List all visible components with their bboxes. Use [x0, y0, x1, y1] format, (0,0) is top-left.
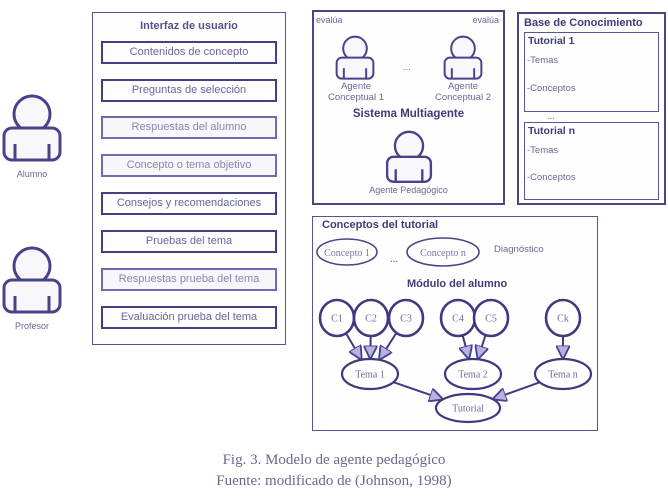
student-module-title: Módulo del alumno: [407, 278, 508, 290]
ui-item: Concepto o tema objetivo: [101, 154, 277, 177]
ellipsis: ...: [403, 62, 411, 73]
node-label: C2: [365, 314, 377, 325]
multiagent-system-panel: evalúa evalúa ... Agente Conceptual 1 Ag…: [312, 10, 505, 205]
concept-circle: C2: [352, 298, 390, 338]
actor-teacher: Profesor: [0, 244, 64, 331]
student-module-graph: Concepto 1 ... Concepto n C1 C2 C3 C4 C5 CkTe…: [316, 237, 593, 424]
edge-arrow: [463, 335, 469, 358]
concept-circle: C5: [472, 298, 510, 338]
edge-arrow: [380, 332, 398, 359]
edge-arrow: [478, 334, 485, 358]
ui-item: Respuestas del alumno: [101, 116, 277, 139]
ui-item: Pruebas del tema: [101, 230, 277, 253]
node-label: Tema 1: [355, 370, 385, 381]
user-interface-title: Interfaz de usuario: [140, 20, 238, 32]
concept-label: Concepto 1: [324, 248, 370, 259]
ui-item: Contenidos de concepto: [101, 41, 277, 64]
evaluates-label-right: evalúa: [472, 15, 499, 25]
person-icon: [442, 34, 484, 80]
ui-item: Evaluación prueba del tema: [101, 306, 277, 329]
node-label: C3: [400, 314, 412, 325]
tutorial-concepts-title: Conceptos del tutorial: [322, 219, 439, 231]
caption-line1: Fig. 3. Modelo de agente pedagógico: [222, 452, 446, 468]
caption-line2: Fuente: modificado de (Johnson, 1998): [216, 473, 452, 489]
tutorial-card: Tutorial 1 -Temas -Conceptos: [524, 32, 659, 112]
concept-circle: C1: [318, 298, 356, 338]
figure-caption: Fig. 3. Modelo de agente pedagógico Fuen…: [0, 450, 668, 492]
node-label: Tema 2: [458, 370, 488, 381]
tutorial-card: Tutorial n -Temas -Conceptos: [524, 122, 659, 200]
ui-item: Respuestas prueba del tema: [101, 268, 277, 291]
ellipsis: ...: [390, 253, 399, 265]
node-label: C5: [485, 314, 497, 325]
pedagogical-agent-label: Agente Pedagógico: [369, 185, 448, 195]
concept-circle: C4: [439, 298, 477, 338]
actor-student: Alumno: [0, 92, 64, 179]
tutorial-node: Tutorial: [434, 392, 502, 424]
knowledge-base-title: Base de Conocimiento: [524, 17, 643, 29]
concept-label: Concepto n: [420, 248, 466, 259]
tutorial-topics: -Temas: [527, 55, 559, 66]
edge-arrow: [345, 332, 361, 359]
user-interface-panel: Interfaz de usuario Contenidos de concep…: [92, 12, 286, 345]
concept-circle: Ck: [544, 298, 582, 338]
diagnostic-label: Diagnóstico: [494, 244, 544, 255]
tutorial-concepts: -Conceptos: [527, 172, 576, 183]
node-label: Ck: [557, 314, 569, 325]
node-label: C1: [331, 314, 343, 325]
node-label: Tema n: [548, 370, 578, 381]
ui-item: Consejos y recomendaciones: [101, 192, 277, 215]
concept-node: Concepto n: [406, 237, 480, 267]
knowledge-base-panel: Base de Conocimiento Tutorial 1 -Temas -…: [517, 12, 666, 205]
agent-label-line2: Conceptual 1: [328, 92, 384, 103]
person-icon: [0, 244, 64, 314]
multiagent-system-title: Sistema Multiagente: [352, 108, 465, 120]
topic-node: Tema n: [533, 357, 593, 391]
edge-arrow: [494, 381, 541, 398]
agent-label-line1: Agente: [447, 81, 479, 92]
node-label: C4: [452, 314, 464, 325]
tutorial-title: Tutorial 1: [528, 35, 575, 47]
ui-item: Preguntas de selección: [101, 79, 277, 102]
agent-label-line2: Conceptual 2: [435, 92, 491, 103]
actor-label: Profesor: [14, 321, 49, 331]
actor-label: Alumno: [16, 169, 48, 179]
tutorial-concepts: -Conceptos: [527, 83, 576, 94]
tutorial-topics: -Temas: [527, 145, 559, 156]
concept-node: Concepto 1: [316, 238, 378, 266]
edge-arrow: [393, 381, 442, 399]
topic-node: Tema 1: [340, 357, 400, 391]
person-icon: [334, 34, 376, 80]
node-label: Tutorial: [452, 404, 484, 415]
ellipsis: ...: [547, 111, 555, 122]
evaluates-label-left: evalúa: [316, 15, 343, 25]
tutorial-title: Tutorial n: [528, 125, 576, 137]
concept-circle: C3: [387, 298, 425, 338]
person-icon: [384, 128, 434, 184]
agent-label: Agente Conceptual 2: [425, 81, 501, 103]
agent-label: Agente Conceptual 1: [318, 81, 394, 103]
agent-label-line1: Agente: [340, 81, 372, 92]
tutorial-concepts-panel: Conceptos del tutorial Diagnóstico Módul…: [312, 216, 598, 431]
person-icon: [0, 92, 64, 162]
topic-node: Tema 2: [443, 357, 503, 391]
